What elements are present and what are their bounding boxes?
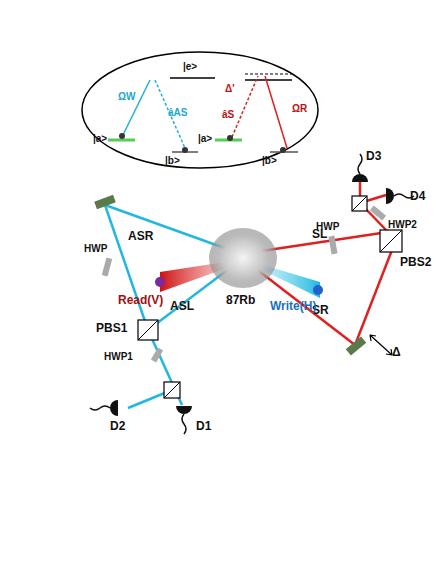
- optics-label: ΩW: [118, 92, 135, 102]
- optics-label: |a>: [93, 134, 107, 144]
- optics-label: PBS1: [96, 322, 127, 334]
- optics-label: Write(H): [270, 300, 316, 312]
- optics-label: HWP1: [104, 352, 133, 362]
- optics-label: HWP2: [388, 220, 417, 230]
- optics-label: Read(V): [118, 294, 163, 306]
- optics-label: âS: [222, 110, 234, 120]
- optics-label: D2: [110, 420, 125, 432]
- optics-label: ΩR: [292, 104, 307, 114]
- optics-label: |b>: [165, 156, 180, 166]
- optics-label: D1: [196, 420, 211, 432]
- optics-label: |a>: [198, 134, 212, 144]
- optics-label: PBS2: [400, 256, 431, 268]
- optics-label: Δ: [392, 346, 401, 358]
- optics-label: ASR: [128, 230, 153, 242]
- optics-label: ASL: [170, 300, 194, 312]
- optics-label: |b>: [262, 156, 277, 166]
- optics-label: SL: [312, 228, 327, 240]
- optics-label: HWP: [84, 244, 107, 254]
- optics-label: âAS: [168, 108, 187, 118]
- optics-label: |e>: [183, 62, 197, 72]
- optics-label: D4: [410, 190, 425, 202]
- optics-label: Δ': [225, 84, 235, 94]
- optics-label: 87Rb: [226, 294, 255, 306]
- optics-label: D3: [366, 150, 381, 162]
